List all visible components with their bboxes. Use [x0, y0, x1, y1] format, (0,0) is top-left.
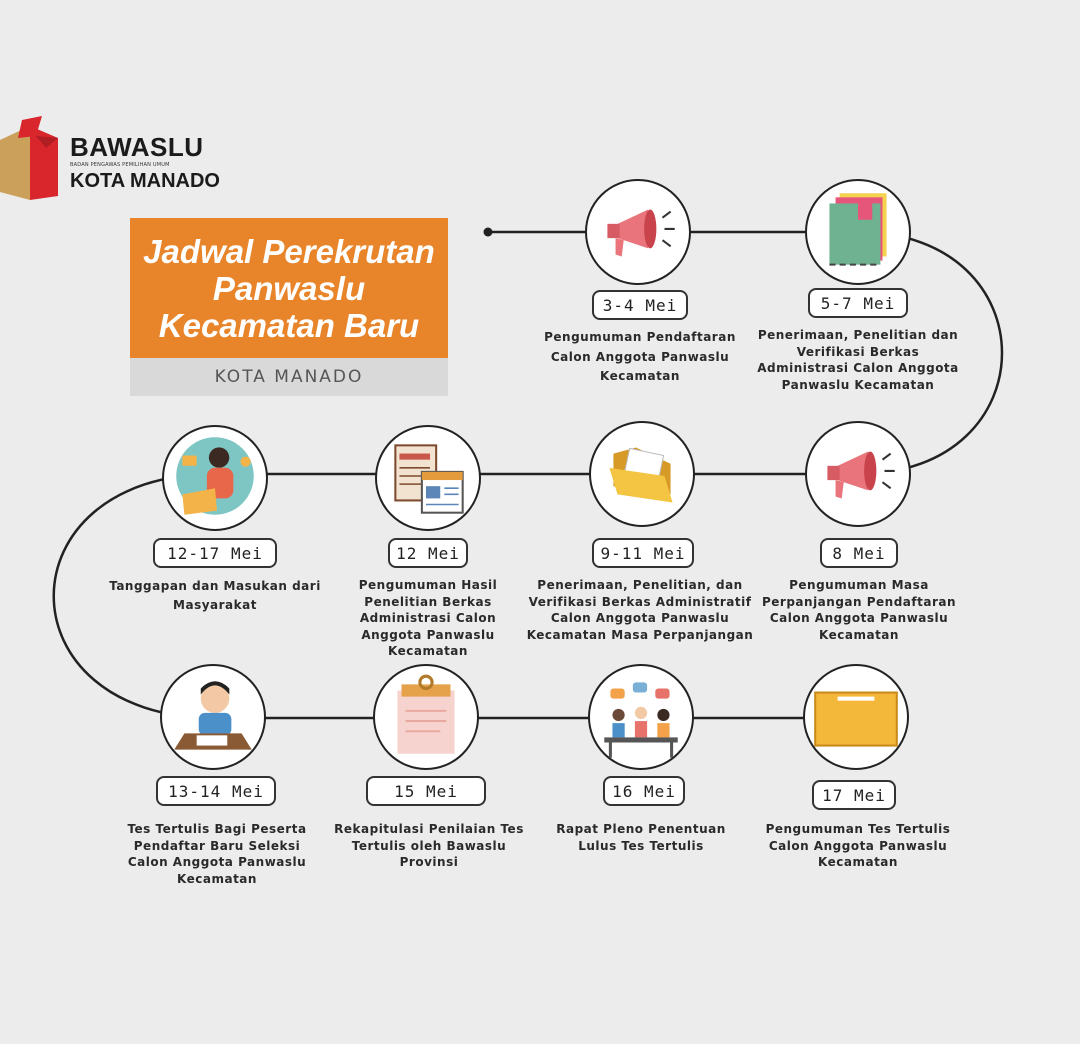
step-5-date: 12 Mei [388, 538, 468, 568]
step-4-description: Penerimaan, Penelitian, dan Verifikasi B… [526, 578, 754, 642]
step-7-node [160, 664, 266, 770]
subtitle-box: KOTA MANADO [130, 358, 448, 396]
step-1-node [585, 179, 691, 285]
title-box: Jadwal Perekrutan Panwaslu Kecamatan Bar… [130, 218, 448, 358]
logo-city: KOTA MANADO [70, 170, 220, 192]
step-1-description: Pengumuman Pendaftaran Calon Anggota Pan… [544, 330, 736, 383]
person-laptop-icon [176, 437, 254, 515]
step-5-node [375, 425, 481, 531]
step-2-node [805, 179, 911, 285]
clipboard-icon [397, 674, 455, 754]
student-writing-icon [174, 681, 252, 750]
step-10-description: Pengumuman Tes Tertulis Calon Anggota Pa… [765, 822, 951, 869]
step-3-description: Pengumuman Masa Perpanjangan Pendaftaran… [761, 578, 957, 642]
step-6-date: 12-17 Mei [153, 538, 277, 568]
timeline-start-dot [483, 227, 493, 237]
step-9-description: Rapat Pleno Penentuan Lulus Tes Tertulis [556, 822, 726, 853]
step-4-date: 9-11 Mei [592, 538, 694, 568]
open-folder-icon [609, 447, 673, 503]
meeting-icon [604, 682, 678, 758]
envelope-folder-icon [814, 691, 898, 747]
page-title: Jadwal Perekrutan Panwaslu Kecamatan Bar… [143, 232, 435, 344]
step-1-date: 3-4 Mei [592, 290, 688, 320]
step-2-date: 5-7 Mei [808, 288, 908, 318]
step-5-description: Pengumuman Hasil Penelitian Berkas Admin… [358, 578, 498, 658]
step-10-date: 17 Mei [812, 780, 896, 810]
step-3-node [805, 421, 911, 527]
step-8-description: Rekapitulasi Penilaian Tes Tertulis oleh… [334, 822, 524, 869]
step-8-date: 15 Mei [366, 776, 486, 806]
logo-name: BAWASLU [70, 132, 204, 162]
step-9-node [588, 664, 694, 770]
step-6-node [162, 425, 268, 531]
step-7-description: Tes Tertulis Bagi Peserta Pendaftar Baru… [127, 822, 307, 886]
megaphone-icon [827, 451, 895, 499]
megaphone-icon [607, 209, 675, 257]
step-6-description: Tanggapan dan Masukan dari Masyarakat [109, 579, 321, 612]
step-4-node [589, 421, 695, 527]
logo-subtitle: BADAN PENGAWAS PEMILIHAN UMUM [70, 162, 170, 168]
step-2-description: Penerimaan, Penelitian dan Verifikasi Be… [757, 328, 959, 392]
folders-icon [829, 193, 887, 266]
page-subtitle: KOTA MANADO [214, 367, 364, 387]
bawaslu-logo [0, 116, 58, 200]
step-8-node [373, 664, 479, 770]
step-3-date: 8 Mei [820, 538, 898, 568]
step-10-node [803, 664, 909, 770]
step-9-date: 16 Mei [603, 776, 685, 806]
step-7-date: 13-14 Mei [156, 776, 276, 806]
documents-icon [394, 444, 464, 514]
